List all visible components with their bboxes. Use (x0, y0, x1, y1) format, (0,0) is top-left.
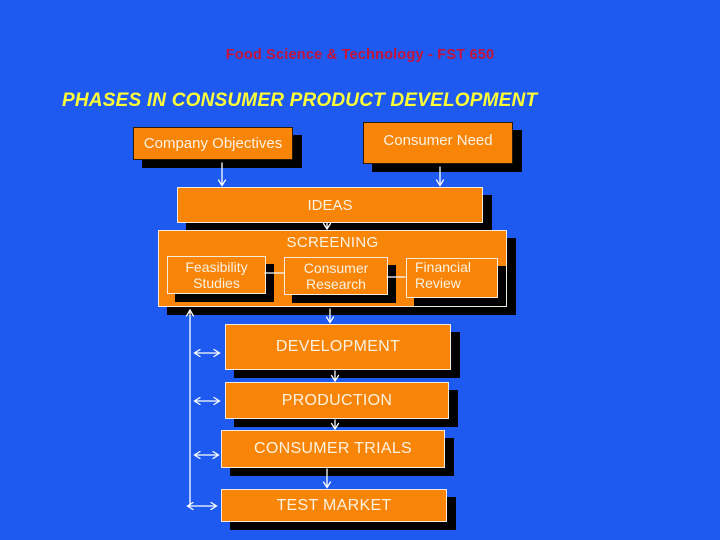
feedback-line-icon (185, 308, 195, 507)
node-development-label: DEVELOPMENT (275, 338, 401, 355)
arrow-production-to-consumer-trials-icon (330, 419, 340, 431)
slide-heading: PHASES IN CONSUMER PRODUCT DEVELOPMENT (62, 90, 538, 111)
course-title: Food Science & Technology - FST 650 (225, 47, 495, 63)
arrow-consumer-need-to-ideas-icon (435, 166, 445, 187)
node-production: PRODUCTION (225, 382, 449, 419)
node-consumer-trials: CONSUMER TRIALS (221, 430, 445, 468)
node-consumer-need: Consumer Need (363, 122, 513, 164)
node-company-objectives: Company Objectives (133, 127, 293, 160)
node-test-market: TEST MARKET (221, 489, 447, 522)
double-arrow-production-icon (193, 396, 221, 406)
node-screening-label: SCREENING (286, 234, 379, 251)
node-test-market-label: TEST MARKET (276, 496, 392, 514)
node-consumer-trials-label: CONSUMER TRIALS (253, 440, 412, 457)
double-arrow-development-icon (193, 348, 221, 358)
node-consumer-research: Consumer Research (284, 257, 388, 295)
feasibility-line2: Studies (193, 275, 240, 291)
financial-review-line1: Financial (415, 259, 472, 275)
node-ideas: IDEAS (177, 187, 483, 223)
double-arrow-test-market-icon (186, 501, 218, 511)
node-consumer-need-label: Consumer Need (383, 132, 493, 149)
arrow-screening-to-development-icon (325, 308, 335, 324)
arrow-ideas-to-screening-icon (322, 222, 332, 231)
financial-review-line2: Review (415, 275, 461, 292)
node-development: DEVELOPMENT (225, 324, 451, 370)
node-production-label: PRODUCTION (281, 391, 393, 409)
arrow-development-to-production-icon (330, 370, 340, 383)
consumer-research-line2: Research (306, 276, 366, 292)
arrow-company-objectives-to-ideas-icon (217, 162, 227, 187)
node-feasibility-studies: Feasibility Studies (167, 256, 266, 294)
node-ideas-label: IDEAS (307, 196, 353, 214)
arrow-consumer-trials-to-test-market-icon (322, 468, 332, 489)
node-financial-review: Financial Review (406, 258, 498, 298)
node-company-objectives-label: Company Objectives (143, 135, 283, 152)
feasibility-line1: Feasibility (185, 258, 248, 275)
consumer-research-line1: Consumer (303, 259, 369, 276)
double-arrow-consumer-trials-icon (193, 450, 220, 460)
node-screening: SCREENING Feasibility Studies Consumer R… (158, 230, 507, 307)
